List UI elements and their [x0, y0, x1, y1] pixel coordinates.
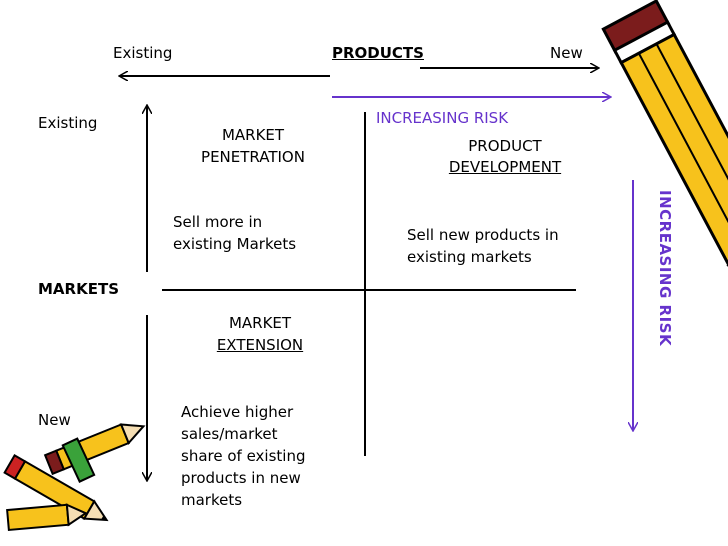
markets-axis-title: MARKETS	[38, 280, 119, 298]
market-extension-desc-line5: markets	[181, 491, 243, 509]
product-development-title-line1: PRODUCT	[468, 137, 542, 155]
market-extension-desc-line2: sales/market	[181, 425, 278, 443]
markets-existing-label: Existing	[38, 114, 98, 132]
market-extension-desc-line1: Achieve higher	[181, 403, 294, 421]
pencils-icon	[3, 423, 146, 532]
market-penetration-title-line1: MARKET	[221, 126, 285, 144]
market-extension-desc-line3: share of existing	[181, 447, 306, 465]
market-extension-title-line2: EXTENSION	[216, 336, 304, 354]
market-penetration-desc-line2: existing Markets	[173, 235, 297, 253]
products-new-label: New	[550, 44, 583, 62]
market-extension-title-line1: MARKET	[228, 314, 292, 332]
market-penetration-title-line2: PENETRATION	[201, 148, 305, 166]
products-axis-title: PRODUCTS	[332, 44, 424, 62]
markets-new-label: New	[38, 411, 71, 429]
market-penetration-desc-line1: Sell more in	[173, 213, 263, 231]
pencil-icon	[601, 0, 728, 310]
product-development-title-line2: DEVELOPMENT	[448, 158, 562, 176]
products-existing-label: Existing	[113, 44, 173, 62]
market-extension-desc-line4: products in new	[181, 469, 301, 487]
product-development-desc-line1: Sell new products in	[407, 226, 559, 244]
product-development-desc-line2: existing markets	[407, 248, 532, 266]
increasing-risk-label-top: INCREASING RISK	[376, 109, 509, 127]
increasing-risk-label-side: INCREASING RISK	[656, 190, 674, 347]
